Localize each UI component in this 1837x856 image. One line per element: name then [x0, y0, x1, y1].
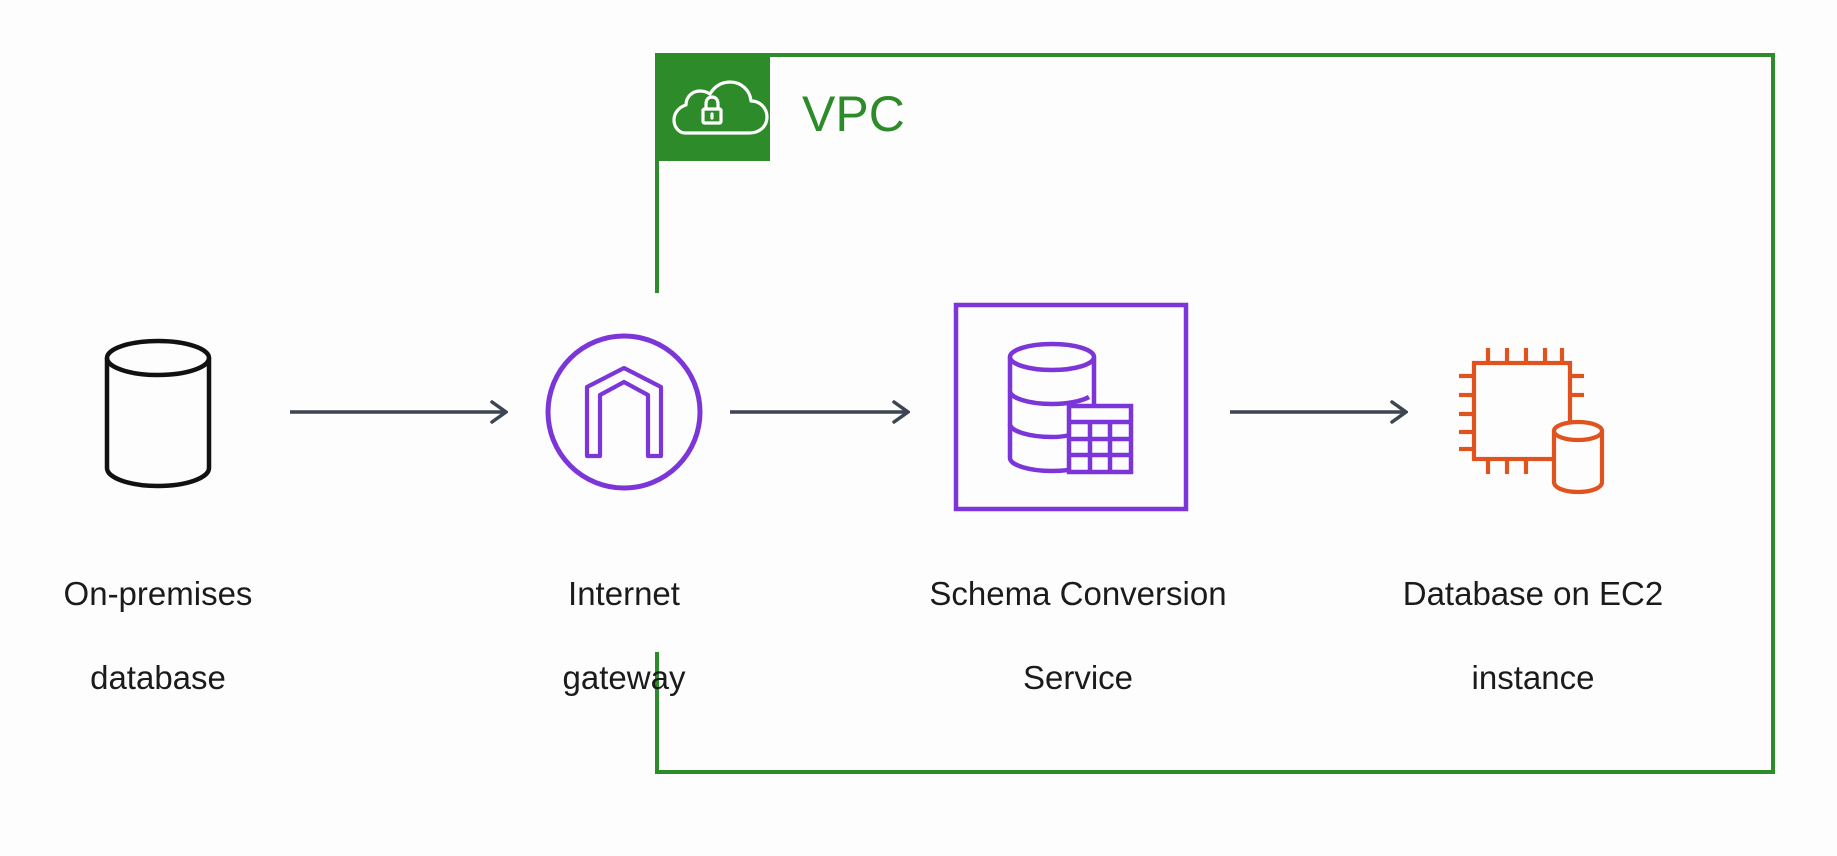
label-internet-gateway: Internet gateway [504, 531, 744, 741]
label-line-1: Schema Conversion [929, 575, 1227, 612]
cloud-lock-icon [672, 80, 769, 135]
chip-pins [1459, 348, 1584, 474]
vpc-badge [655, 53, 770, 161]
label-database-on-ec2-instance: Database on EC2 instance [1363, 531, 1703, 741]
table-grid-icon [1066, 403, 1134, 475]
chip-body [1471, 360, 1573, 462]
label-schema-conversion-service: Schema Conversion Service [898, 531, 1258, 741]
label-on-premises-database: On-premises database [38, 531, 278, 741]
label-line-2: gateway [562, 659, 686, 696]
label-line-1: On-premises [63, 575, 253, 612]
label-line-2: instance [1471, 659, 1595, 696]
label-line-2: database [90, 659, 226, 696]
sct-frame [953, 302, 1189, 512]
vpc-boundary [655, 53, 1775, 774]
label-line-1: Database on EC2 [1402, 575, 1664, 612]
database-cylinder-icon [104, 338, 212, 489]
small-database-icon [1551, 419, 1605, 495]
schema-conversion-icon [953, 302, 1189, 512]
ec2-chip-database-icon [1459, 348, 1605, 495]
label-line-1: Internet [568, 575, 680, 612]
vpc-label: VPC [802, 86, 905, 142]
label-line-2: Service [1022, 659, 1134, 696]
internet-gateway-icon [545, 333, 703, 491]
